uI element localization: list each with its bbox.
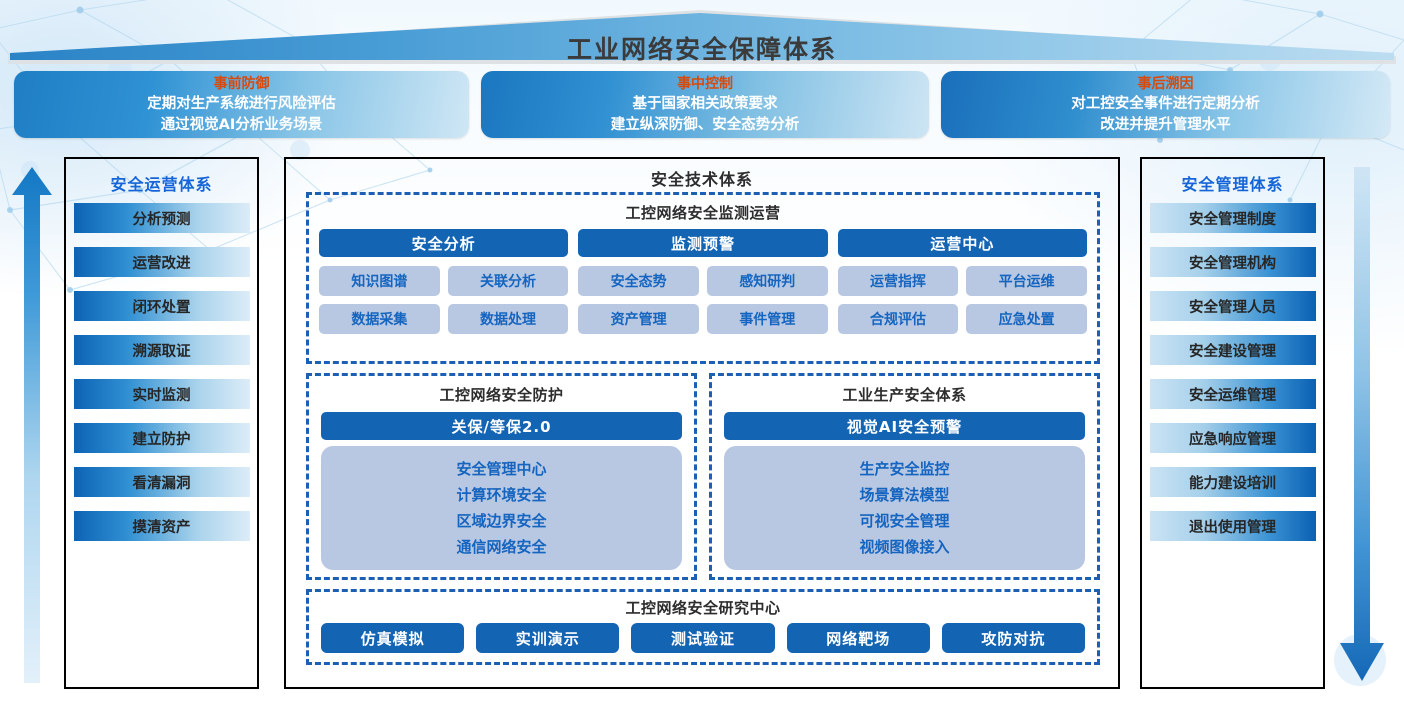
center-panel-title: 安全技术体系 (650, 170, 753, 189)
phase-line: 改进并提升管理水平 (1100, 117, 1231, 133)
research-button[interactable]: 攻防对抗 (941, 623, 1086, 653)
phase-line: 基于国家相关政策要求 (632, 96, 778, 112)
list-item[interactable]: 看清漏洞 (73, 467, 250, 497)
list-item[interactable]: 退出使用管理 (1149, 511, 1316, 541)
tile[interactable]: 合规评估 (837, 304, 959, 334)
tile[interactable]: 运营指挥 (837, 266, 959, 296)
protection-list: 安全管理中心 计算环境安全 区域边界安全 通信网络安全 (321, 446, 682, 570)
phase-line: 通过视觉AI分析业务场景 (160, 117, 323, 133)
monitoring-group-operations: 运营中心 运营指挥 平台运维 合规评估 应急处置 (837, 229, 1087, 334)
list-item[interactable]: 能力建设培训 (1149, 467, 1316, 497)
research-button[interactable]: 仿真模拟 (321, 623, 465, 653)
list-item[interactable]: 运营改进 (73, 247, 250, 277)
tile[interactable]: 安全态势 (578, 266, 699, 296)
list-item[interactable]: 分析预测 (73, 203, 250, 233)
research-buttons: 仿真模拟 实训演示 测试验证 网络靶场 攻防对抗 (309, 618, 1097, 653)
phase-title: 事前防御 (213, 76, 270, 92)
phase-line: 对工控安全事件进行定期分析 (1071, 96, 1260, 112)
research-button[interactable]: 网络靶场 (786, 623, 930, 653)
tile[interactable]: 事件管理 (706, 304, 828, 334)
list-item[interactable]: 建立防护 (73, 423, 250, 453)
tile[interactable]: 应急处置 (966, 304, 1087, 334)
monitoring-title: 工控网络安全监测运营 (625, 204, 781, 222)
production-content: 视觉AI安全预警 生产安全监控 场景算法模型 可视安全管理 视频图像接入 (712, 412, 1097, 570)
group-tiles: 运营指挥 平台运维 合规评估 应急处置 (837, 266, 1087, 334)
phase-line: 定期对生产系统进行风险评估 (147, 96, 336, 112)
arrow-up-icon (12, 167, 52, 683)
phase-line: 建立纵深防御、安全态势分析 (610, 117, 800, 133)
security-management-column: 安全管理体系 安全管理制度 安全管理机构 安全管理人员 安全建设管理 安全运维管… (1140, 157, 1325, 689)
column-title: 安全运营体系 (110, 175, 213, 194)
research-button[interactable]: 实训演示 (476, 623, 620, 653)
security-operations-column: 安全运营体系 分析预测 运营改进 闭环处置 溯源取证 实时监测 建立防护 看清漏… (64, 157, 259, 689)
monitoring-group-analysis: 安全分析 知识图谱 关联分析 数据采集 数据处理 (319, 229, 569, 334)
production-title: 工业生产安全体系 (842, 386, 967, 404)
phase-banner-during[interactable]: 事中控制 基于国家相关政策要求 建立纵深防御、安全态势分析 (481, 71, 929, 138)
arrow-down-icon (1340, 167, 1384, 681)
group-header[interactable]: 运营中心 (837, 229, 1087, 257)
list-item[interactable]: 闭环处置 (73, 291, 250, 321)
list-item[interactable]: 视频图像接入 (859, 538, 950, 556)
security-technology-panel: 安全技术体系 工控网络安全监测运营 安全分析 知识图谱 关联分析 数据采集 数据… (284, 157, 1120, 689)
list-item[interactable]: 计算环境安全 (456, 486, 547, 504)
list-item[interactable]: 溯源取证 (73, 335, 250, 365)
list-item[interactable]: 通信网络安全 (456, 538, 547, 556)
tile[interactable]: 数据处理 (447, 304, 569, 334)
list-item[interactable]: 实时监测 (73, 379, 250, 409)
list-item[interactable]: 安全运维管理 (1149, 379, 1316, 409)
phase-banner-pre[interactable]: 事前防御 定期对生产系统进行风险评估 通过视觉AI分析业务场景 (14, 71, 469, 138)
right-column-list: 安全管理制度 安全管理机构 安全管理人员 安全建设管理 安全运维管理 应急响应管… (1142, 203, 1323, 541)
tile[interactable]: 知识图谱 (319, 266, 440, 296)
left-column-list: 分析预测 运营改进 闭环处置 溯源取证 实时监测 建立防护 看清漏洞 摸清资产 (66, 203, 257, 541)
list-item[interactable]: 应急响应管理 (1149, 423, 1316, 453)
list-item[interactable]: 区域边界安全 (456, 512, 547, 530)
tile[interactable]: 感知研判 (706, 266, 828, 296)
protection-content: 关保/等保2.0 安全管理中心 计算环境安全 区域边界安全 通信网络安全 (309, 412, 694, 570)
group-header[interactable]: 监测预警 (578, 229, 828, 257)
monitoring-groups: 安全分析 知识图谱 关联分析 数据采集 数据处理 监测预警 安全态势 感知研判 … (309, 223, 1097, 334)
tile[interactable]: 数据采集 (319, 304, 440, 334)
list-item[interactable]: 安全管理机构 (1149, 247, 1316, 277)
research-title: 工控网络安全研究中心 (625, 599, 781, 617)
phase-title: 事中控制 (677, 76, 733, 92)
list-item[interactable]: 摸清资产 (73, 511, 250, 541)
research-button[interactable]: 测试验证 (631, 623, 775, 653)
column-title: 安全管理体系 (1181, 175, 1284, 194)
tile[interactable]: 关联分析 (447, 266, 569, 296)
network-protection-box: 工控网络安全防护 关保/等保2.0 安全管理中心 计算环境安全 区域边界安全 通… (306, 373, 697, 580)
phase-banner-post[interactable]: 事后溯因 对工控安全事件进行定期分析 改进并提升管理水平 (941, 71, 1390, 138)
list-item[interactable]: 安全管理制度 (1149, 203, 1316, 233)
group-tiles: 知识图谱 关联分析 数据采集 数据处理 (319, 266, 569, 334)
research-center-box: 工控网络安全研究中心 仿真模拟 实训演示 测试验证 网络靶场 攻防对抗 (306, 589, 1100, 665)
list-item[interactable]: 场景算法模型 (859, 486, 950, 504)
tile[interactable]: 平台运维 (966, 266, 1087, 296)
protection-header[interactable]: 关保/等保2.0 (321, 412, 682, 440)
production-header[interactable]: 视觉AI安全预警 (724, 412, 1085, 440)
roof-banner: 工业网络安全保障体系 (0, 4, 1404, 66)
monitoring-operations-box: 工控网络安全监测运营 安全分析 知识图谱 关联分析 数据采集 数据处理 监测预警… (306, 192, 1100, 364)
monitoring-group-warning: 监测预警 安全态势 感知研判 资产管理 事件管理 (578, 229, 828, 334)
group-tiles: 安全态势 感知研判 资产管理 事件管理 (578, 266, 828, 334)
protection-title: 工控网络安全防护 (439, 386, 564, 404)
production-safety-box: 工业生产安全体系 视觉AI安全预警 生产安全监控 场景算法模型 可视安全管理 视… (709, 373, 1100, 580)
list-item[interactable]: 生产安全监控 (859, 460, 950, 478)
phase-title: 事后溯因 (1137, 76, 1194, 92)
group-header[interactable]: 安全分析 (319, 229, 569, 257)
tile[interactable]: 资产管理 (578, 304, 699, 334)
list-item[interactable]: 安全管理人员 (1149, 291, 1316, 321)
list-item[interactable]: 安全建设管理 (1149, 335, 1316, 365)
production-list: 生产安全监控 场景算法模型 可视安全管理 视频图像接入 (724, 446, 1085, 570)
list-item[interactable]: 安全管理中心 (456, 460, 547, 478)
page-title: 工业网络安全保障体系 (566, 35, 837, 64)
list-item[interactable]: 可视安全管理 (859, 512, 950, 530)
